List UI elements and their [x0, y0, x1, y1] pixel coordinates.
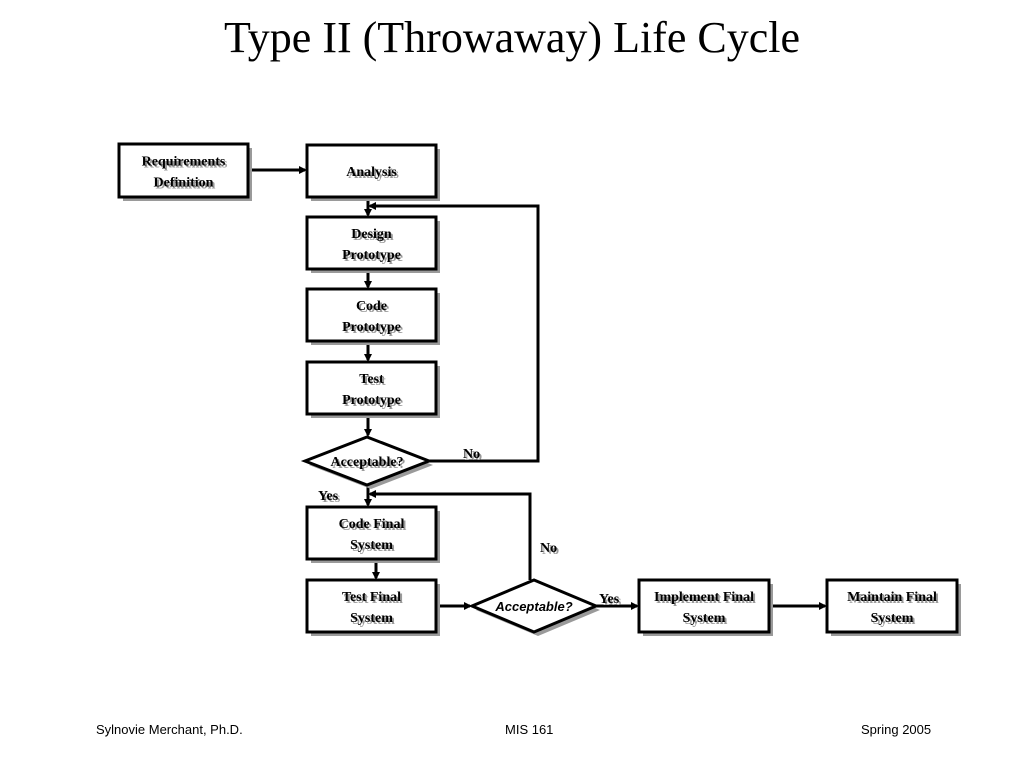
- edge-acceptable1-no-loop: [368, 202, 540, 463]
- node-code-prototype-label-shadow: Code: [358, 301, 389, 316]
- node-implement-final-label-shadow: System: [685, 613, 728, 628]
- edge-label-no-2: No: [540, 541, 557, 556]
- edge-label-shadow: Yes: [601, 594, 622, 609]
- decision-diamond: [468, 578, 600, 634]
- node-box: [305, 287, 438, 343]
- node-code-final-label: System: [350, 538, 393, 553]
- node-maintain-final-label-shadow: Maintain Final: [849, 592, 939, 607]
- node-acceptable-1-label: Acceptable?: [330, 455, 403, 470]
- node-test-final-label: System: [350, 611, 393, 626]
- node-design-prototype-label: Prototype: [342, 248, 401, 263]
- node-analysis-label-shadow: Analysis: [348, 167, 399, 182]
- node-test-final-label: Test Final: [342, 590, 401, 605]
- node-test-final-label-shadow: Test Final: [344, 592, 403, 607]
- node-test-prototype-label-shadow: Test: [361, 374, 386, 389]
- edge-label-no-1: No: [463, 447, 480, 462]
- node-maintain-final-label: Maintain Final: [847, 590, 937, 605]
- footer-author: Sylnovie Merchant, Ph.D.: [96, 722, 243, 737]
- edge-label-shadow: Yes: [320, 491, 341, 506]
- footer-term: Spring 2005: [861, 722, 932, 737]
- node-box: [305, 578, 438, 634]
- node-acceptable-1-label-shadow: Acceptable?: [332, 457, 405, 472]
- node-box: [305, 143, 438, 199]
- footer-course: MIS 161: [505, 722, 554, 737]
- node-box: [825, 578, 959, 634]
- node-acceptable-2: Acceptable?: [468, 578, 600, 636]
- decision-diamond: [300, 435, 434, 487]
- node-requirements-label: Definition: [154, 176, 214, 191]
- node-requirements-label: Requirements: [142, 155, 226, 170]
- node-test-final-label-shadow: System: [352, 613, 395, 628]
- node-maintain-final-label: System: [871, 611, 914, 626]
- node-test-prototype-label-shadow: Prototype: [344, 395, 403, 410]
- edge-label-yes-1: Yes: [318, 489, 339, 504]
- node-code-final-label-shadow: Code Final: [341, 519, 407, 534]
- node-implement-final-label: System: [683, 611, 726, 626]
- node-code-final-label-shadow: System: [352, 540, 395, 555]
- node-requirements: RequirementsRequirementsDefinitionDefini…: [117, 142, 252, 201]
- node-analysis-label: Analysis: [346, 165, 397, 180]
- edge-label-shadow: No: [542, 543, 559, 558]
- node-code-prototype-label-shadow: Prototype: [344, 322, 403, 337]
- edge-label-shadow: No: [465, 449, 482, 464]
- node-acceptable-1: Acceptable?Acceptable?: [300, 435, 434, 489]
- node-box: [117, 142, 250, 199]
- flowchart: RequirementsRequirementsDefinitionDefini…: [117, 142, 961, 636]
- node-box: [637, 578, 771, 634]
- node-implement-final-label: Implement Final: [654, 590, 754, 605]
- node-box: [305, 215, 438, 271]
- nodes: RequirementsRequirementsDefinitionDefini…: [117, 142, 961, 636]
- node-requirements-label-shadow: Requirements: [144, 157, 228, 172]
- node-design-prototype-label-shadow: Design: [353, 229, 394, 244]
- node-requirements-label-shadow: Definition: [156, 178, 216, 193]
- edge-acceptable2-no-loop: [368, 490, 532, 580]
- node-maintain-final-label-shadow: System: [873, 613, 916, 628]
- node-box: [305, 505, 438, 561]
- node-box: [305, 360, 438, 416]
- node-test-prototype-label: Prototype: [342, 393, 401, 408]
- node-implement-final-label-shadow: Implement Final: [656, 592, 756, 607]
- node-design-prototype-label: Design: [351, 227, 392, 242]
- node-acceptable-2-label: Acceptable?: [494, 599, 572, 614]
- edge-label-yes-2: Yes: [599, 592, 620, 607]
- node-code-prototype-label: Code: [356, 299, 387, 314]
- node-code-prototype-label: Prototype: [342, 320, 401, 335]
- node-test-prototype-label: Test: [359, 372, 384, 387]
- slide-title: Type II (Throwaway) Life Cycle: [224, 13, 800, 62]
- node-design-prototype-label-shadow: Prototype: [344, 250, 403, 265]
- node-code-final-label: Code Final: [339, 517, 405, 532]
